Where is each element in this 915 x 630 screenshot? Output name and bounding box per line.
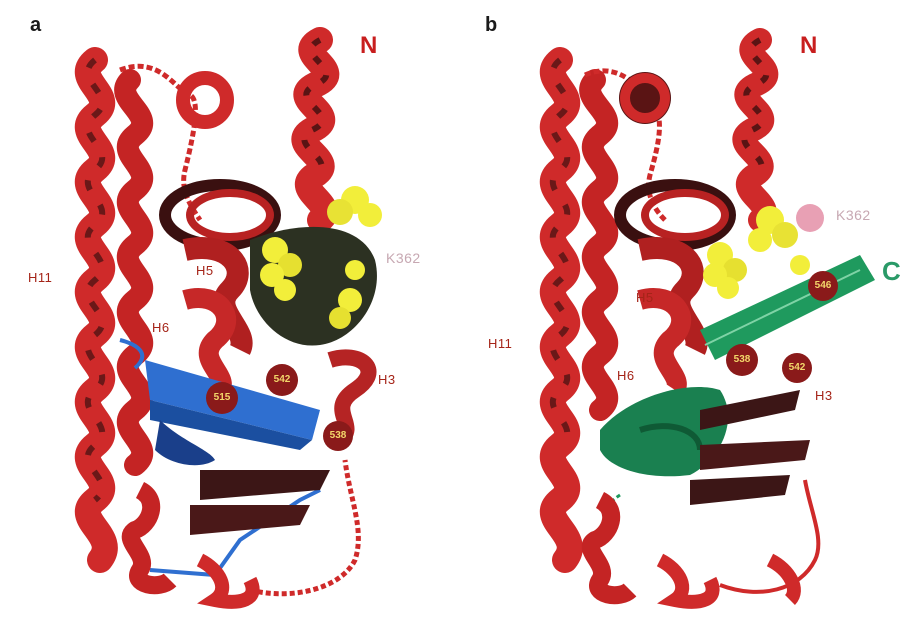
panel-a-residue-538-label: 538	[321, 430, 355, 441]
panel-a-residue-542-label: 542	[265, 374, 299, 385]
panel-b-residue-538-label: 538	[725, 354, 759, 365]
panel-b-c-terminus-label: C	[882, 256, 901, 287]
panel-b-k362-sphere	[796, 204, 824, 232]
panel-a-helix-top-loop	[183, 78, 227, 122]
panel-a-helix-n-terminal	[304, 40, 326, 220]
panel-b-helix-n-terminal	[744, 40, 766, 220]
panel-b-h3-label: H3	[815, 388, 833, 403]
panel-b-h11-label: H11	[488, 336, 512, 351]
panel-b-residue-542-label: 542	[780, 362, 814, 373]
panel-a-letter: a	[30, 14, 41, 37]
panel-a-h6-label: H6	[152, 320, 170, 335]
panel-a-h3-label: H3	[378, 372, 396, 387]
panel-a-residue-515-label: 515	[205, 392, 239, 403]
panel-b-structure	[553, 40, 875, 602]
panel-a-helix-h11	[88, 60, 142, 560]
panel-a-n-terminus-label: N	[360, 32, 378, 60]
panel-a-lower-domain	[131, 460, 359, 602]
panel-b-h6-label: H6	[617, 368, 635, 383]
panel-a-structure	[88, 40, 382, 602]
panel-b-h5-label: H5	[636, 290, 654, 305]
panel-b-helix-h11	[553, 60, 607, 560]
panel-a-h11-label: H11	[28, 270, 52, 285]
panel-b-coactivator-site-spheres	[703, 206, 810, 299]
panel-b-letter: b	[485, 14, 497, 37]
panel-b-k362-label: K362	[836, 207, 871, 223]
panel-b-n-terminus-label: N	[800, 32, 818, 60]
panel-b-residue-546-label: 546	[806, 280, 840, 291]
panel-a-h5-label: H5	[196, 263, 214, 278]
panel-a-k362-label: K362	[386, 250, 421, 266]
